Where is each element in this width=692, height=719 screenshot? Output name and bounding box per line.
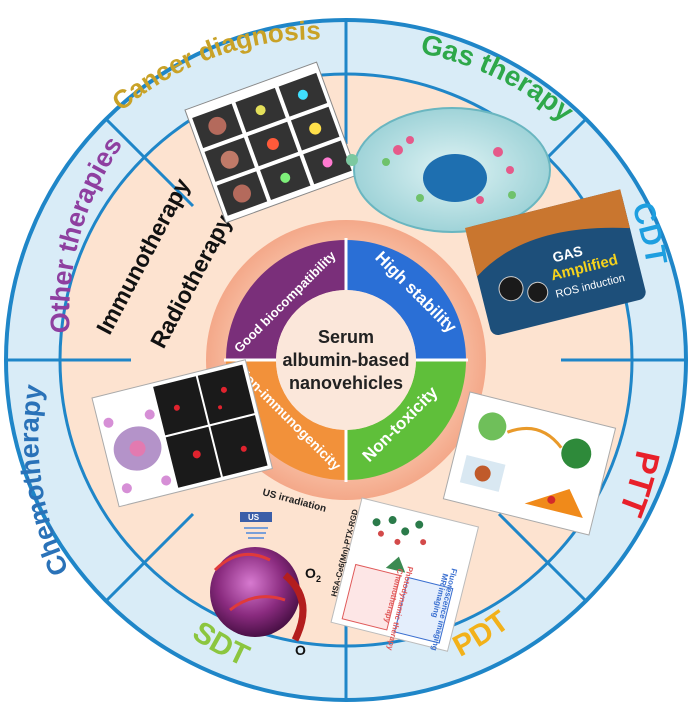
sector-dividers [6, 20, 686, 700]
cancer-diagnosis-image-panel [184, 61, 359, 224]
svg-text:2: 2 [316, 574, 321, 584]
center-title-line-2: albumin-based [282, 350, 409, 370]
sdt-singlet-o2-label: O [295, 642, 306, 658]
cdt-panel: GAS Amplified ROS induction [465, 189, 646, 335]
quadrant-non-immunogenicity [226, 360, 346, 480]
tumor-icon [210, 547, 300, 637]
gas-therapy-cell-panel [346, 107, 551, 233]
pdt-panel [330, 497, 480, 652]
cdt-gas-label: GAS [551, 243, 584, 266]
center-title-line-1: Serum [318, 327, 374, 347]
center-disk [276, 290, 416, 430]
quadrant-good-biocompatibility [226, 240, 346, 360]
property-ring [224, 238, 468, 482]
chemotherapy-panel [91, 359, 274, 508]
ptt-panel [442, 391, 617, 536]
center-title-line-3: nanovehicles [289, 373, 403, 393]
quadrant-non-toxicity [346, 360, 466, 480]
quadrant-high-stability [346, 240, 466, 360]
sdt-us-label: US [248, 513, 260, 522]
sdt-o2-label: O [305, 565, 316, 581]
nanoparticle-icon [346, 154, 358, 166]
